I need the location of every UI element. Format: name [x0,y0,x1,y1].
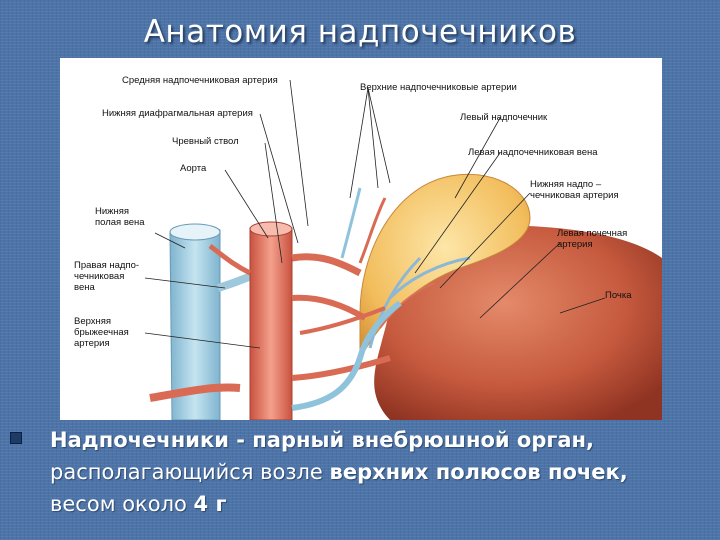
term-definition: - парный внебрюшной орган, [229,428,594,452]
label-superior-adrenal-arteries: Верхние надпочечниковые артерии [360,82,517,93]
aorta-shape [250,228,292,420]
label-inferior-vena-cava: Нижняя полая вена [95,206,145,228]
term-kidney-poles: верхних полюсов почек, [330,460,628,484]
label-middle-adrenal-artery: Средняя надпочечниковая артерия [122,75,278,86]
label-aorta: Аорта [180,163,206,174]
label-inferior-phrenic-artery: Нижняя диафрагмальная артерия [102,108,253,119]
label-superior-mesenteric-artery: Верхняя брыжеечная артерия [74,316,129,349]
label-celiac-trunk: Чревный ствол [172,136,239,147]
body-text-weight: весом около [50,492,194,516]
label-kidney: Почка [605,290,632,301]
term-adrenals: Надпочечники [50,428,229,452]
label-right-adrenal-vein: Правая надпо- чечниковая вена [74,260,139,293]
label-left-adrenal: Левый надпочечник [460,112,547,123]
body-text-location: располагающийся возле [50,460,330,484]
label-left-renal-artery: Левая почечная артерия [557,228,627,250]
slide-body-text: Надпочечники - парный внебрюшной орган, … [50,424,715,520]
label-inferior-adrenal-artery: Нижняя надпо – чечниковая артерия [530,179,619,201]
slide-title: Анатомия надпочечников [0,14,720,50]
square-bullet-icon [10,432,22,444]
adrenal-anatomy-figure: Средняя надпочечниковая артерия Верхние … [60,58,662,420]
label-left-adrenal-vein: Левая надпочечниковая вена [468,147,598,158]
term-weight-value: 4 г [194,492,227,516]
